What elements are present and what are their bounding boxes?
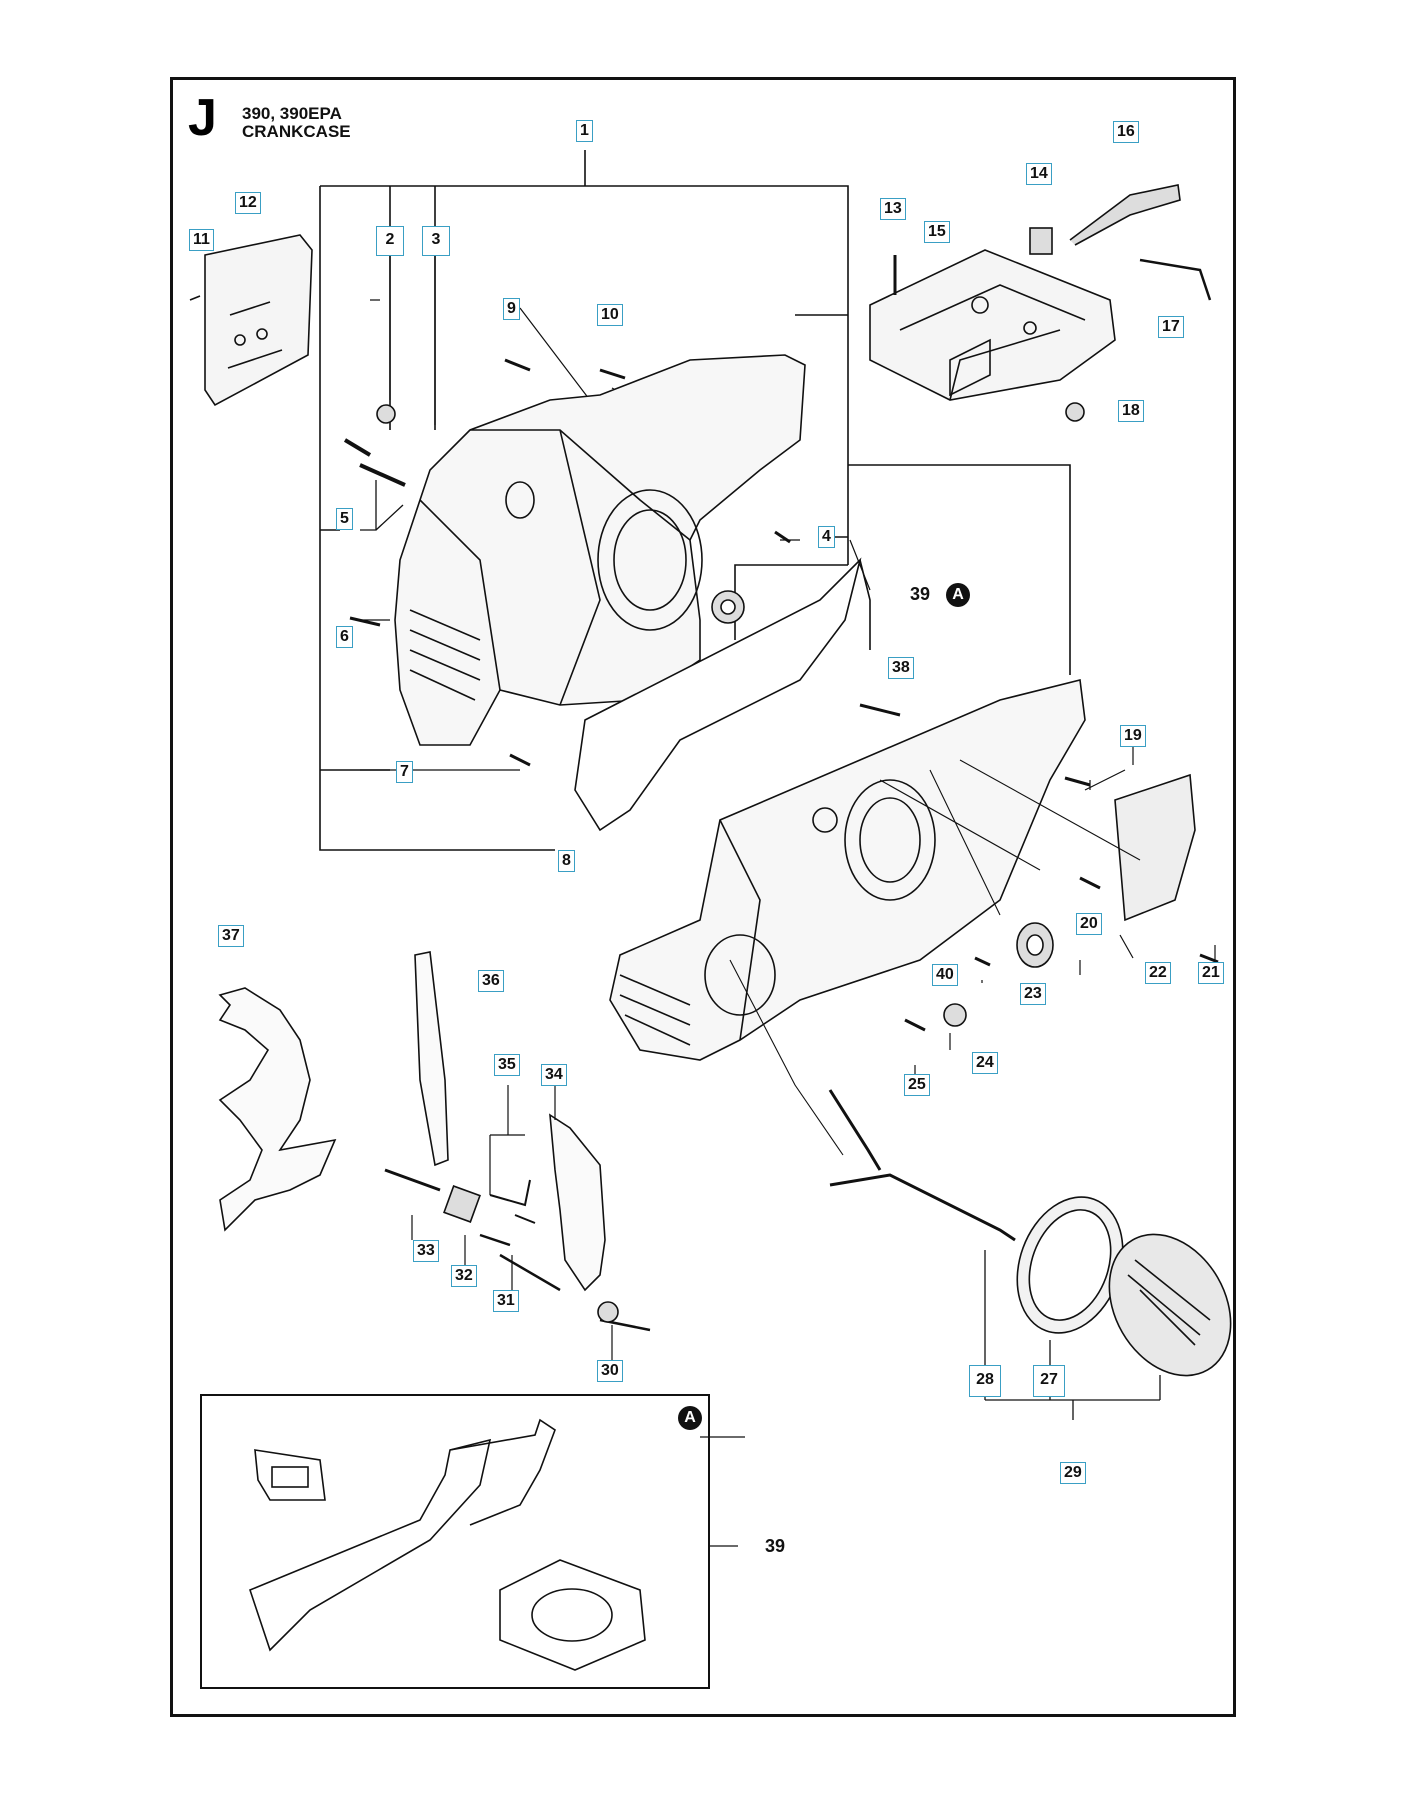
callout-40: 40 [932, 964, 958, 986]
callout-39: 39 [910, 584, 931, 604]
callout-13: 13 [880, 198, 906, 220]
callout-16: 16 [1113, 121, 1139, 143]
callout-17: 17 [1158, 316, 1184, 338]
callout-6: 6 [336, 626, 353, 648]
inset-marker-a: A [678, 1406, 702, 1430]
callout-18: 18 [1118, 400, 1144, 422]
detail-marker-a: A [946, 583, 970, 607]
callout-7: 7 [396, 761, 413, 783]
callout-32: 32 [451, 1265, 477, 1287]
callout-1: 1 [576, 120, 593, 142]
callout-21: 21 [1198, 962, 1224, 984]
callout-4: 4 [818, 526, 835, 548]
plate-part-12 [189, 234, 313, 407]
cover-part-15 [869, 249, 1116, 401]
callout-20: 20 [1076, 913, 1102, 935]
callout-22: 22 [1145, 962, 1171, 984]
callout-38: 38 [888, 657, 914, 679]
section-title: CRANKCASE [242, 122, 351, 141]
callout-11: 11 [189, 229, 214, 251]
callout-34: 34 [541, 1064, 567, 1086]
inset-gaskets [249, 1418, 646, 1671]
callout-25: 25 [904, 1074, 930, 1096]
callout-3: 3 [422, 226, 450, 256]
callout-2: 2 [376, 226, 404, 256]
callout-9: 9 [503, 298, 520, 320]
section-models: 390, 390EPA [242, 104, 342, 123]
callout-14: 14 [1026, 163, 1052, 185]
callout-8: 8 [558, 850, 575, 872]
callout-33: 33 [413, 1240, 439, 1262]
callout-29: 29 [1060, 1462, 1086, 1484]
callout-5: 5 [336, 508, 353, 530]
callout-30: 30 [597, 1360, 623, 1382]
inset-callout-39: 39 [765, 1536, 786, 1556]
callout-23: 23 [1020, 983, 1046, 1005]
section-letter: J [188, 89, 217, 147]
callout-19: 19 [1120, 725, 1146, 747]
callout-10: 10 [597, 304, 623, 326]
callout-37: 37 [218, 925, 244, 947]
diagram-frame [170, 77, 1236, 1717]
crankcase-right-half [609, 679, 1086, 1061]
inset-detail-box: A [200, 1394, 710, 1689]
callout-24: 24 [972, 1052, 998, 1074]
callout-12: 12 [235, 192, 261, 214]
callout-35: 35 [494, 1054, 520, 1076]
callout-15: 15 [924, 221, 950, 243]
callout-27: 27 [1033, 1365, 1065, 1397]
callout-36: 36 [478, 970, 504, 992]
callout-31: 31 [493, 1290, 519, 1312]
callout-28: 28 [969, 1365, 1001, 1397]
crankcase-left-half [394, 354, 806, 746]
